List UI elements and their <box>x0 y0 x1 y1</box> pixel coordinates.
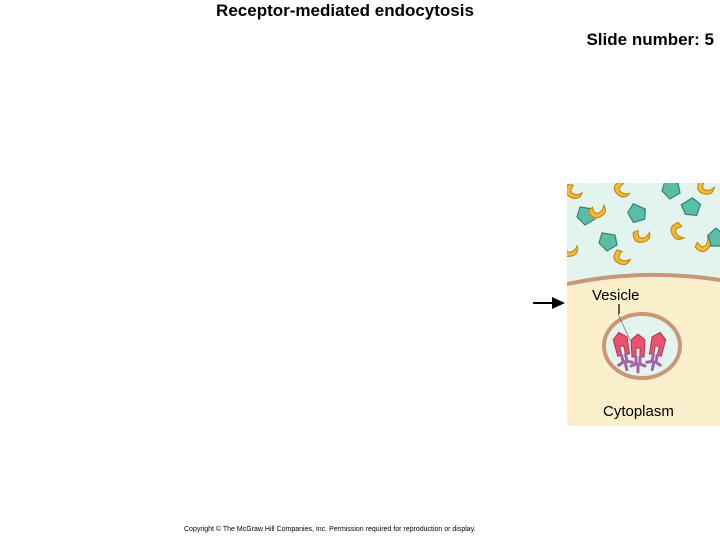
vesicle-leader-line <box>617 313 631 341</box>
slide-number: Slide number: 5 <box>586 30 714 49</box>
vesicle-receptors <box>610 329 669 374</box>
cytoplasm-label: Cytoplasm <box>603 403 674 420</box>
endocytosis-diagram: Vesicle Cytoplasm <box>530 180 720 430</box>
vesicle-label: Vesicle <box>592 287 640 304</box>
slide-title: Receptor-mediated endocytosis <box>216 1 474 20</box>
plasma-membrane <box>567 272 720 286</box>
arrow-right-icon <box>533 297 565 309</box>
endocytosis-illustration <box>533 183 720 426</box>
vesicle <box>602 312 682 380</box>
cell-panel <box>567 183 720 426</box>
copyright-notice: Copyright © The McGraw Hill Companies, I… <box>184 526 476 533</box>
